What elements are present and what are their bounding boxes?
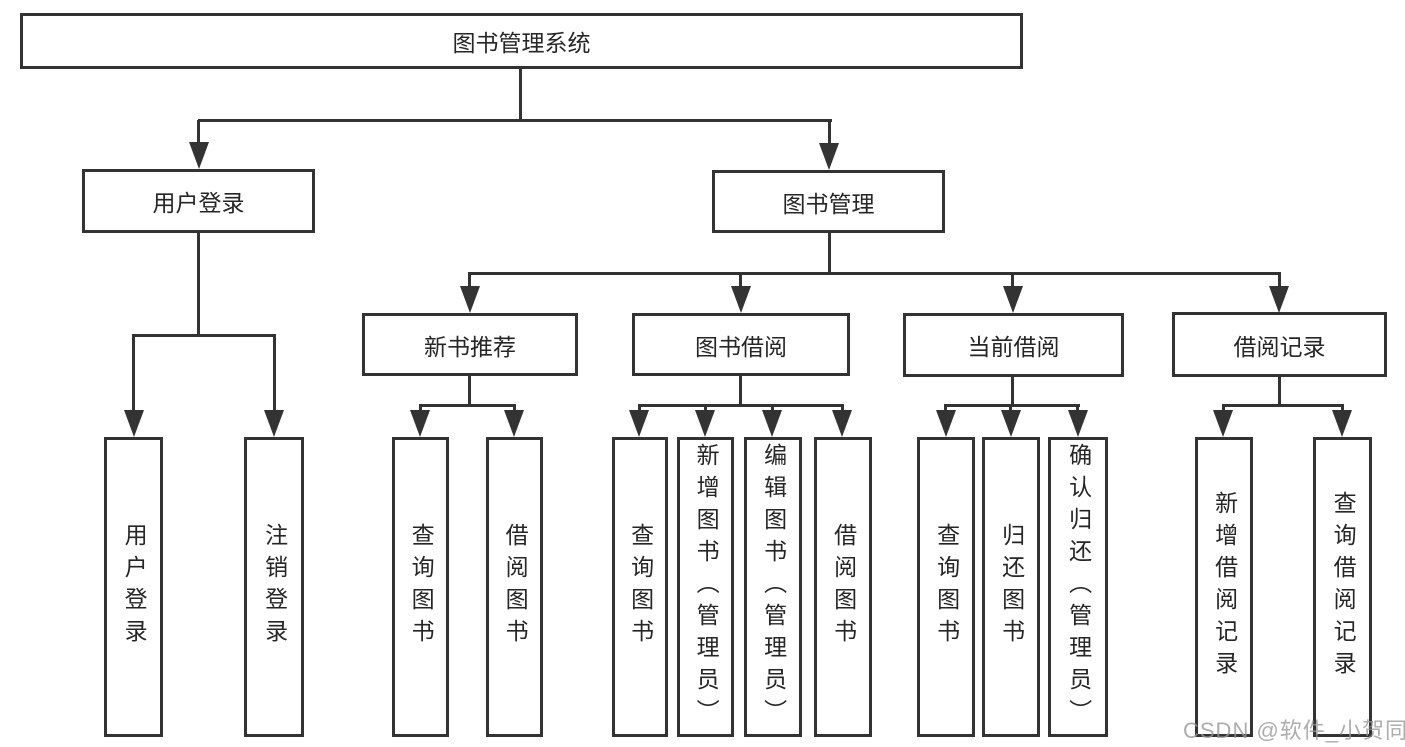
arrow-down-icon bbox=[1269, 286, 1289, 313]
leaf-query-books-current-label: 查询图书 bbox=[933, 523, 960, 651]
connector-line bbox=[197, 120, 200, 146]
leaf-edit-books-admin-label: 编辑图书（管理员） bbox=[760, 443, 787, 731]
arrow-down-icon bbox=[629, 410, 649, 437]
connector-line bbox=[1278, 377, 1281, 406]
leaf-edit-books-admin: 编辑图书（管理员） bbox=[744, 437, 802, 737]
connector-line bbox=[132, 336, 135, 412]
leaf-logout-label: 注销登录 bbox=[261, 523, 288, 651]
connector-line bbox=[419, 404, 516, 407]
arrow-down-icon bbox=[1332, 410, 1352, 437]
node-book-management-label: 图书管理 bbox=[782, 190, 875, 217]
arrow-down-icon bbox=[819, 143, 839, 170]
connector-line bbox=[828, 120, 831, 147]
node-user-login-label: 用户登录 bbox=[152, 190, 245, 216]
connector-line bbox=[273, 336, 276, 412]
node-new-book-recommend: 新书推荐 bbox=[362, 313, 578, 376]
leaf-query-books-borrow-label: 查询图书 bbox=[627, 523, 654, 651]
node-current-borrow-label: 当前借阅 bbox=[967, 334, 1060, 360]
connector-line bbox=[513, 405, 516, 413]
leaf-add-borrow-record-label: 新增借阅记录 bbox=[1211, 491, 1238, 683]
connector-line bbox=[1076, 405, 1079, 413]
node-new-book-recommend-label: 新书推荐 bbox=[424, 333, 516, 360]
leaf-return-books-label: 归还图书 bbox=[998, 523, 1025, 651]
arrow-down-icon bbox=[762, 410, 782, 437]
leaf-user-login-label: 用户登录 bbox=[121, 523, 148, 651]
leaf-add-books-admin: 新增图书（管理员） bbox=[677, 437, 734, 737]
leaf-query-books-borrow: 查询图书 bbox=[612, 437, 668, 737]
arrow-down-icon bbox=[1001, 410, 1021, 437]
arrow-down-icon bbox=[1068, 410, 1088, 437]
connector-line bbox=[739, 376, 742, 406]
arrow-down-icon bbox=[1003, 286, 1023, 313]
leaf-query-books-recommend: 查询图书 bbox=[392, 437, 449, 737]
node-user-login: 用户登录 bbox=[82, 169, 315, 233]
arrow-down-icon bbox=[410, 410, 430, 437]
connector-line bbox=[944, 405, 947, 413]
connector-line bbox=[1009, 405, 1012, 413]
connector-line bbox=[704, 405, 707, 413]
arrow-down-icon bbox=[832, 410, 852, 437]
connector-line bbox=[638, 404, 844, 407]
connector-line bbox=[468, 272, 1281, 275]
node-root-label: 图书管理系统 bbox=[452, 30, 591, 56]
leaf-confirm-return-admin: 确认归还（管理员） bbox=[1048, 437, 1108, 737]
connector-line bbox=[468, 376, 471, 406]
node-borrow-records: 借阅记录 bbox=[1172, 312, 1387, 377]
connector-line bbox=[1011, 377, 1014, 406]
node-book-borrow-label: 图书借阅 bbox=[695, 333, 787, 360]
arrow-down-icon bbox=[264, 410, 284, 437]
connector-line bbox=[1011, 274, 1014, 290]
connector-line bbox=[1222, 404, 1344, 407]
connector-line bbox=[468, 274, 471, 290]
leaf-confirm-return-admin-label: 确认归还（管理员） bbox=[1065, 443, 1092, 731]
arrow-down-icon bbox=[1213, 410, 1233, 437]
leaf-user-login: 用户登录 bbox=[104, 437, 163, 737]
arrow-down-icon bbox=[504, 410, 524, 437]
leaf-query-borrow-record: 查询借阅记录 bbox=[1313, 437, 1372, 737]
connector-line bbox=[841, 405, 844, 413]
node-current-borrow: 当前借阅 bbox=[903, 313, 1124, 377]
leaf-add-borrow-record: 新增借阅记录 bbox=[1195, 437, 1253, 737]
leaf-borrow-books: 借阅图书 bbox=[814, 437, 872, 737]
leaf-query-books-recommend-label: 查询图书 bbox=[408, 523, 435, 651]
leaf-query-books-current: 查询图书 bbox=[917, 437, 975, 737]
arrow-down-icon bbox=[189, 142, 209, 169]
arrow-down-icon bbox=[460, 286, 480, 313]
connector-line bbox=[771, 405, 774, 413]
leaf-query-borrow-record-label: 查询借阅记录 bbox=[1330, 491, 1357, 683]
leaf-borrow-books-label: 借阅图书 bbox=[830, 523, 857, 651]
node-root: 图书管理系统 bbox=[20, 13, 1023, 69]
leaf-borrow-books-recommend-label: 借阅图书 bbox=[502, 523, 529, 651]
connector-line bbox=[1278, 274, 1281, 290]
connector-line bbox=[419, 405, 422, 413]
connector-line bbox=[944, 404, 1080, 407]
node-borrow-records-label: 借阅记录 bbox=[1233, 333, 1326, 360]
connector-line bbox=[1222, 405, 1225, 413]
connector-line bbox=[198, 119, 832, 122]
leaf-return-books: 归还图书 bbox=[982, 437, 1040, 737]
connector-line bbox=[132, 334, 276, 337]
connector-line bbox=[1341, 405, 1344, 413]
leaf-borrow-books-recommend: 借阅图书 bbox=[486, 437, 543, 737]
connector-line bbox=[197, 233, 200, 337]
watermark: CSDN @软件_小贺同学 bbox=[1183, 718, 1405, 743]
connector-line bbox=[638, 405, 641, 413]
node-book-borrow: 图书借阅 bbox=[632, 313, 850, 376]
connector-line bbox=[828, 233, 831, 275]
arrow-down-icon bbox=[731, 286, 751, 313]
arrow-down-icon bbox=[124, 410, 144, 437]
arrow-down-icon bbox=[936, 410, 956, 437]
leaf-logout: 注销登录 bbox=[244, 437, 304, 737]
connector-line bbox=[739, 274, 742, 290]
leaf-add-books-admin-label: 新增图书（管理员） bbox=[693, 443, 720, 731]
node-book-management: 图书管理 bbox=[712, 170, 945, 233]
connector-line bbox=[519, 69, 522, 120]
arrow-down-icon bbox=[695, 410, 715, 437]
